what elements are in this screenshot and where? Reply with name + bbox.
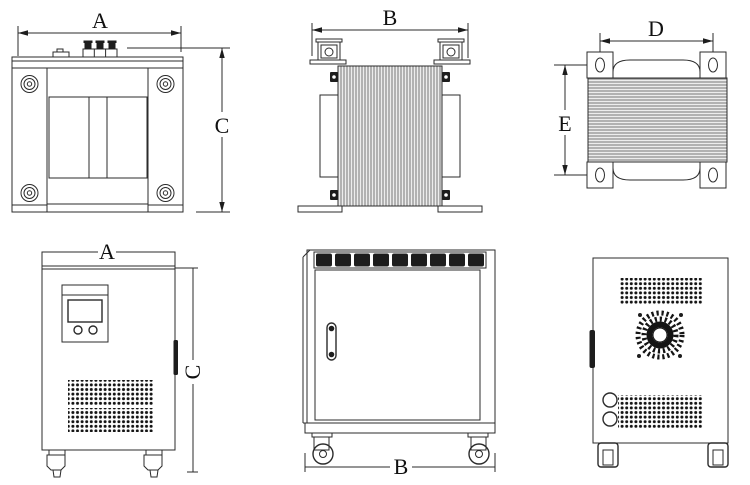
door-hinge — [589, 330, 595, 368]
dimension-b: B — [304, 453, 496, 479]
base-frame — [304, 422, 496, 434]
cabinet-rear-drawing — [589, 257, 729, 468]
control-panel — [61, 284, 109, 343]
ventilation-grille — [68, 408, 153, 432]
coil-band — [587, 77, 728, 163]
transformer-side-view: B — [280, 0, 490, 238]
coil-end-profiles — [319, 94, 461, 178]
transformer-front-drawing: A C — [11, 8, 233, 213]
ventilation-grille — [68, 380, 153, 405]
core-yokes — [612, 59, 701, 181]
terminal-bushings — [309, 38, 471, 65]
cabinet-front-view: A C — [20, 240, 250, 485]
caster-wheel — [707, 442, 729, 468]
caster-wheel — [467, 432, 490, 465]
dimension-b: B — [311, 5, 469, 58]
transformer-top-view: D E — [540, 0, 750, 238]
top-vent-slots — [313, 251, 487, 269]
dimension-a: A — [98, 240, 116, 264]
indicator-button — [88, 325, 98, 335]
transformer-side-drawing: B — [297, 5, 483, 213]
mounting-tabs — [586, 51, 727, 189]
dimension-c: C — [175, 267, 205, 473]
ventilation-grille — [618, 395, 703, 428]
dim-label-a: A — [92, 8, 108, 33]
dim-label-c: C — [215, 113, 230, 138]
ventilation-grille — [620, 278, 703, 305]
dimension-e: E — [554, 64, 596, 176]
dim-label-e: E — [558, 111, 571, 136]
cabinet-side-drawing: B — [302, 249, 496, 479]
caster-wheel — [311, 432, 334, 465]
mounting-feet — [297, 205, 483, 213]
cabinet-front-drawing: A C — [41, 240, 205, 478]
indicator-button — [73, 325, 83, 335]
dim-label-b: B — [394, 454, 409, 479]
display-screen — [67, 299, 103, 323]
transformer-front-view: A C — [0, 0, 250, 238]
cabinet-rear-view — [560, 240, 750, 485]
terminal-block — [82, 40, 118, 58]
dimension-d: D — [599, 16, 714, 70]
dim-label-b: B — [383, 5, 398, 30]
caster-wheel — [597, 442, 619, 468]
door-handle — [326, 322, 337, 361]
dim-label-c: C — [180, 365, 205, 380]
cooling-fan — [635, 310, 685, 360]
door-hinge — [173, 340, 178, 375]
top-clamp-plate — [11, 56, 184, 69]
leveling-feet — [46, 449, 163, 478]
dim-label-d: D — [648, 16, 664, 41]
dimension-c: C — [127, 47, 233, 213]
clamp-bolts — [330, 72, 450, 200]
mounting-bolts — [20, 75, 175, 202]
laminated-core — [337, 65, 443, 207]
coil-windings — [48, 96, 148, 179]
cable-glands — [602, 392, 618, 427]
access-door — [314, 269, 481, 421]
cabinet-side-view: B — [290, 240, 510, 485]
dim-label-a: A — [99, 240, 115, 264]
dimension-a: A — [17, 8, 182, 56]
terminal-lug — [52, 48, 70, 58]
transformer-top-drawing: D E — [554, 16, 728, 189]
